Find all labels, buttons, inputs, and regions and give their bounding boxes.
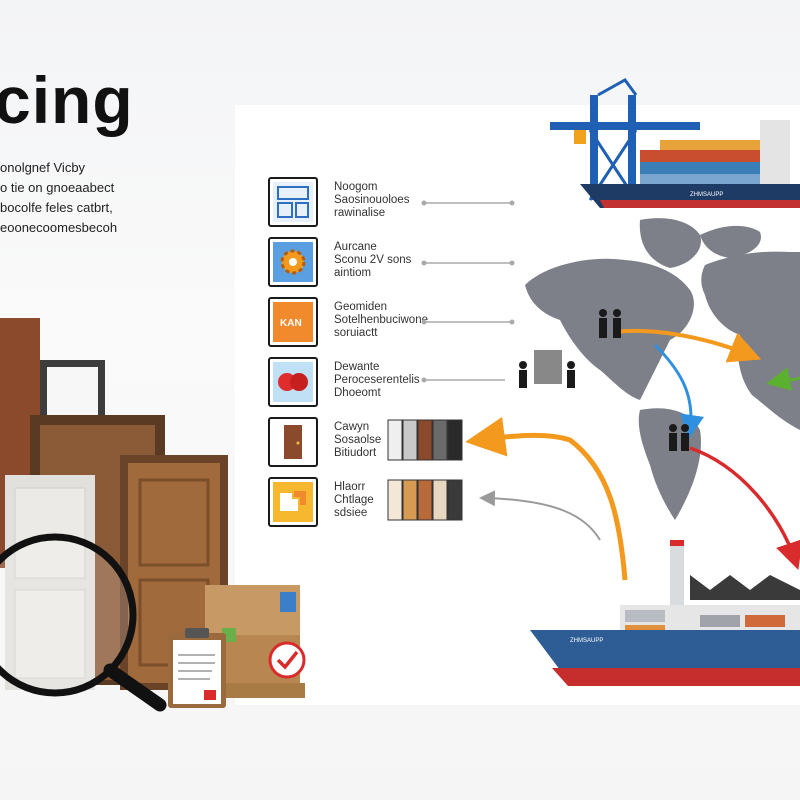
ship-name-top: ZHMSAUPP bbox=[690, 192, 723, 198]
label-line: Geomiden bbox=[334, 301, 388, 313]
label-line: Saosinouoloes bbox=[334, 194, 410, 206]
label-line: rawinalise bbox=[334, 207, 386, 219]
intro-text: onolgnef Vicby o tie on gnoeaabect bocol… bbox=[0, 158, 130, 238]
process-step-icon-box: KAN bbox=[268, 297, 318, 347]
connector-dot bbox=[421, 260, 427, 266]
connector-dot bbox=[421, 377, 427, 383]
page-title: cing bbox=[0, 63, 134, 137]
label-line: aintiom bbox=[334, 267, 372, 279]
connector-dot bbox=[421, 200, 427, 206]
label-line: Sosaolse bbox=[334, 434, 382, 446]
process-step: Noogom Saosinouoloes rawinalise bbox=[268, 177, 528, 229]
connector-dot bbox=[421, 319, 427, 325]
label-line: soruiactt bbox=[334, 327, 378, 339]
label-line: Dewante bbox=[334, 361, 380, 373]
process-step: Aurcane Sconu 2V sons aintiom bbox=[268, 237, 528, 289]
gear-icon bbox=[273, 242, 313, 282]
label-line: Chtlage bbox=[334, 494, 374, 506]
label-line: Sotelhenbuciwone bbox=[334, 314, 428, 326]
process-step-label: Aurcane Sconu 2V sons aintiom bbox=[334, 241, 411, 280]
process-step: Cawyn Sosaolse Bitiudort bbox=[268, 417, 528, 469]
label-line: sdsiee bbox=[334, 507, 368, 519]
process-step-label: Geomiden Sotelhenbuciwone soruiactt bbox=[334, 301, 428, 340]
label-line: Hlaorr bbox=[334, 481, 366, 493]
flow-arrow bbox=[465, 416, 628, 581]
clipboard-icon bbox=[168, 628, 226, 708]
ship-name-bottom: ZHMSAUPP bbox=[570, 638, 603, 644]
process-step-label: Noogom Saosinouoloes rawinalise bbox=[334, 181, 409, 220]
connector-dot bbox=[509, 319, 515, 325]
label-line: Noogom bbox=[334, 181, 378, 193]
door-icon bbox=[273, 422, 313, 462]
process-step-icon-box bbox=[268, 417, 318, 467]
people-figures bbox=[519, 309, 689, 451]
flow-arrow bbox=[766, 367, 800, 391]
flow-arrow bbox=[689, 446, 800, 570]
container-ship-top: ZHMSAUPP bbox=[550, 78, 800, 208]
process-step: Dewante Peroceserentelis Dhoeomt bbox=[268, 357, 528, 409]
label-line: Cawyn bbox=[334, 421, 370, 433]
blueprint-icon bbox=[273, 182, 313, 222]
tag-icon: KAN bbox=[273, 302, 313, 342]
label-line: Peroceserentelis bbox=[334, 374, 420, 386]
flow-arrow bbox=[653, 343, 704, 439]
connector-dot bbox=[509, 260, 515, 266]
process-step-label: Cawyn Sosaolse Bitiudort bbox=[334, 421, 381, 460]
flow-arrow bbox=[479, 490, 601, 541]
process-step: Hlaorr Chtlage sdsiee bbox=[268, 477, 528, 529]
intro-line: o tie on gnoeaabect bbox=[0, 180, 115, 195]
process-step-label: Hlaorr Chtlage sdsiee bbox=[334, 481, 374, 520]
label-line: Dhoeomt bbox=[334, 387, 381, 399]
checkmark-icon bbox=[268, 641, 306, 679]
puzzle-icon bbox=[273, 482, 313, 522]
process-step-label: Dewante Peroceserentelis Dhoeomt bbox=[334, 361, 420, 400]
process-step-icon-box bbox=[268, 177, 318, 227]
intro-line: eoonecoomesbecoh bbox=[0, 220, 118, 235]
process-step-icon-box bbox=[268, 237, 318, 287]
intro-line: onolgnef Vicby bbox=[0, 160, 86, 175]
flow-arrow bbox=[614, 328, 762, 363]
intro-line: bocolfe feles catbrt, bbox=[0, 200, 113, 215]
label-line: Bitiudort bbox=[334, 447, 377, 459]
handshake-icon bbox=[273, 362, 313, 402]
process-step-icon-box bbox=[268, 477, 318, 527]
process-step: KAN Geomiden Sotelhenbuciwone soruiactt bbox=[268, 297, 528, 349]
process-step-icon-box bbox=[268, 357, 318, 407]
door-swatches bbox=[387, 419, 463, 461]
magnifying-glass-icon bbox=[0, 533, 167, 712]
connector-dot bbox=[509, 200, 515, 206]
label-line: Aurcane bbox=[334, 241, 377, 253]
tag-text: KAN bbox=[280, 318, 302, 329]
factory-ship-bottom: ZHMSAUPP bbox=[530, 540, 800, 686]
door-swatches bbox=[387, 479, 463, 521]
label-line: Sconu 2V sons bbox=[334, 254, 412, 266]
